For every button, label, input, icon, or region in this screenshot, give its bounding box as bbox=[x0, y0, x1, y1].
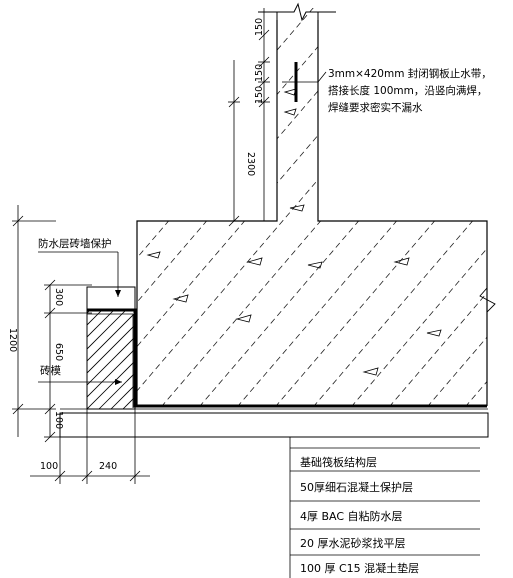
hatch-line bbox=[137, 8, 169, 406]
legend-item-3: 20 厚水泥砂浆找平层 bbox=[300, 536, 406, 550]
hatch-line bbox=[137, 8, 473, 406]
aggregate-marks bbox=[146, 88, 442, 376]
dim-100-horizontal: 100 bbox=[40, 461, 58, 472]
dim-150-low: 150 bbox=[254, 86, 265, 104]
brick-hatch bbox=[0, 309, 135, 409]
slab-break-symbol bbox=[479, 270, 496, 330]
dim-300: 300 bbox=[53, 288, 64, 306]
legend-item-0: 基础筏板结构层 bbox=[300, 455, 377, 469]
legend-item-1: 50厚细石混凝土保护层 bbox=[300, 480, 413, 494]
waterstop-note-line1: 3mm×420mm 封闭钢板止水带， bbox=[328, 67, 492, 80]
hatch-line bbox=[377, 8, 487, 406]
hatch-line bbox=[0, 0, 16, 420]
dim-240: 240 bbox=[99, 461, 117, 472]
hatch-line bbox=[339, 8, 487, 406]
hatch-line bbox=[137, 8, 283, 406]
brick-hatch-line bbox=[87, 336, 135, 386]
brick-protection-wall bbox=[86, 286, 136, 410]
hatch-line bbox=[137, 8, 359, 406]
brick-hatch-line bbox=[87, 309, 92, 314]
hatch-line bbox=[0, 0, 92, 420]
dim-100-vertical: 100 bbox=[53, 411, 64, 429]
left-dimension-chain bbox=[12, 205, 92, 443]
hatch-line bbox=[0, 0, 54, 420]
dim-1200: 1200 bbox=[7, 328, 18, 352]
brick-hatch-line bbox=[110, 384, 135, 409]
brick-hatch-line bbox=[87, 309, 128, 350]
concrete-hatch bbox=[0, 0, 513, 420]
brick-hatch-line bbox=[0, 309, 79, 409]
waterstop-note-line3: 焊缝要求密实不漏水 bbox=[328, 101, 423, 114]
brick-hatch-line bbox=[87, 360, 135, 409]
legend-item-2: 4厚 BAC 自粘防水层 bbox=[300, 509, 403, 523]
brick-hatch-line bbox=[87, 348, 135, 398]
brick-hatch-line bbox=[134, 408, 135, 409]
dim-150-mid: 150 bbox=[254, 64, 265, 82]
waterstop-note-line2: 搭接长度 100mm，沿竖向满焊， bbox=[328, 84, 487, 97]
bottom-dimension-chain bbox=[30, 409, 150, 484]
wall-break-symbol bbox=[258, 2, 336, 22]
dim-2300: 2300 bbox=[245, 152, 256, 176]
brick-hatch-line bbox=[122, 396, 135, 409]
brick-hatch-line bbox=[87, 324, 135, 374]
legend-rules bbox=[290, 447, 480, 556]
hatch-line bbox=[225, 8, 487, 406]
brick-hatch-line bbox=[87, 309, 116, 338]
brick-hatch-line bbox=[98, 372, 135, 409]
hatch-line bbox=[263, 8, 487, 406]
hatch-line bbox=[415, 8, 487, 406]
hatch-line bbox=[137, 8, 245, 406]
hatch-line bbox=[0, 0, 130, 420]
wall-dimension-chain bbox=[228, 8, 270, 227]
brick-mold-label: 砖模 bbox=[40, 364, 61, 377]
dim-150-top: 150 bbox=[254, 18, 265, 36]
hatch-line bbox=[137, 8, 435, 406]
hatch-line bbox=[453, 8, 487, 406]
legend-item-4: 100 厚 C15 混凝土垫层 bbox=[300, 561, 419, 575]
c15-bedding-slab bbox=[59, 412, 489, 438]
hatch-line bbox=[492, 0, 513, 420]
hatch-line bbox=[187, 8, 487, 406]
hatch-line bbox=[149, 8, 487, 406]
hatch-line bbox=[301, 8, 487, 406]
dim-650: 650 bbox=[53, 343, 64, 361]
protect-wall-label: 防水层砖墙保护 bbox=[38, 237, 112, 250]
hatch-line bbox=[137, 8, 321, 406]
brick-hatch-line bbox=[87, 312, 135, 362]
note-leaders bbox=[38, 71, 327, 385]
waterproof-membrane bbox=[87, 308, 487, 408]
hatch-line bbox=[137, 8, 397, 406]
